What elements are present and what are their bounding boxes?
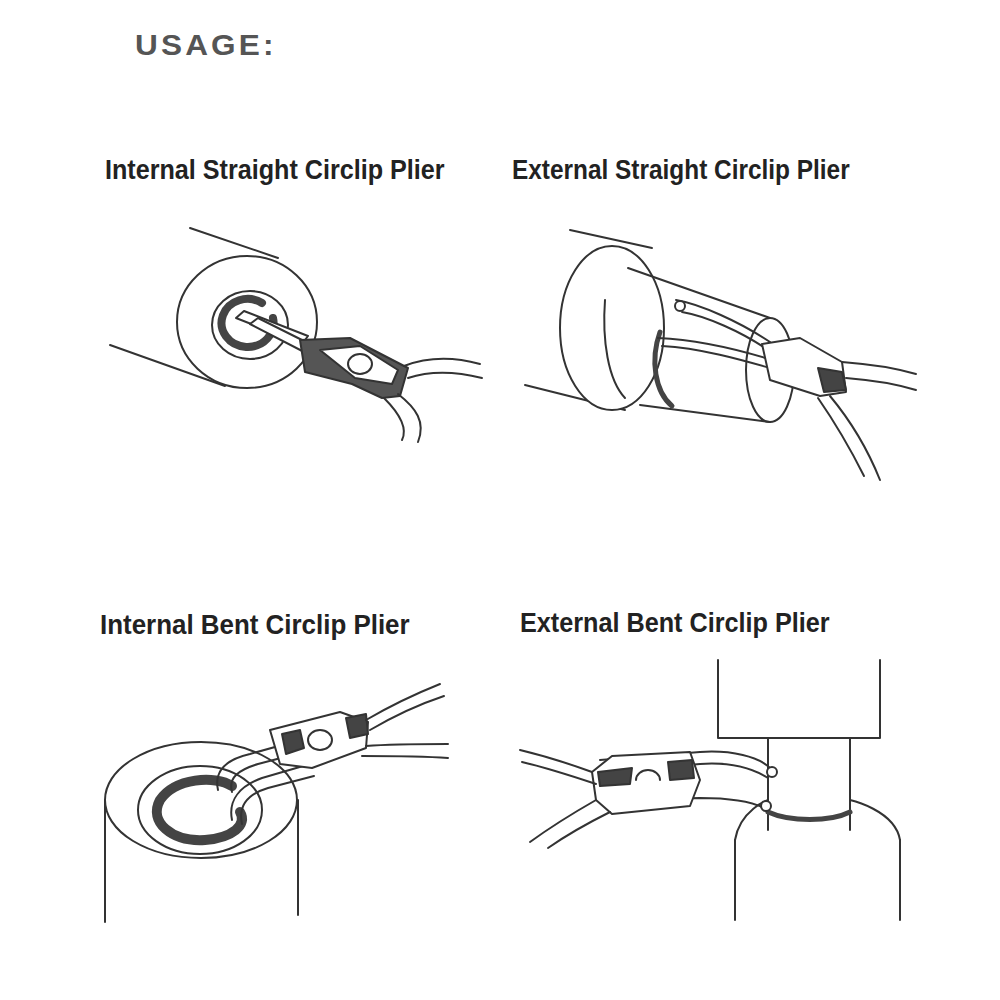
plier-body <box>346 714 368 738</box>
panel-caption: External Bent Circlip Plier <box>520 608 830 639</box>
plier-handle <box>522 762 596 784</box>
plier-jaw <box>662 346 770 368</box>
bore <box>138 766 262 854</box>
cylinder-face <box>560 246 664 410</box>
plier-handle <box>548 812 610 848</box>
plier-body <box>668 760 694 780</box>
internal-straight-illustration <box>110 228 482 442</box>
shaft-edge <box>640 405 770 422</box>
shaft-base <box>604 300 625 398</box>
cylinder-edge <box>190 228 278 258</box>
plier-body <box>282 730 304 754</box>
plier-handle <box>398 394 421 442</box>
plier-body <box>320 346 398 384</box>
external-bent-illustration <box>520 660 900 920</box>
plier-handle <box>520 750 592 772</box>
plier-jaw <box>241 776 314 824</box>
plier-handle <box>842 362 916 374</box>
cylinder-face <box>177 256 317 388</box>
plier-handle <box>530 800 596 842</box>
pivot <box>636 770 660 780</box>
plier-tip <box>761 801 771 811</box>
panel-caption: Internal Bent Circlip Plier <box>100 610 410 641</box>
plier-body <box>762 338 846 396</box>
plier-handle <box>846 378 916 390</box>
plier-body <box>818 368 846 392</box>
panel-caption: External Straight Circlip Plier <box>512 155 850 186</box>
lower-cylinder <box>735 840 900 920</box>
plier-body <box>592 752 700 814</box>
plier-handle <box>384 398 404 440</box>
pivot <box>348 354 372 374</box>
plier-handle <box>362 756 448 758</box>
plier-tip <box>675 301 685 311</box>
internal-bent-illustration <box>105 684 448 922</box>
cylinder-top <box>105 742 297 858</box>
plier-handle <box>408 373 482 378</box>
plier-handle <box>830 396 880 480</box>
plier-jaw <box>658 338 772 360</box>
plier-handle <box>404 359 480 366</box>
shaft <box>768 738 850 830</box>
page-title: USAGE: <box>135 28 277 62</box>
plier-handle <box>366 744 448 746</box>
plier-jaw <box>682 312 768 350</box>
plier-body <box>598 768 632 786</box>
plier-handle <box>818 398 864 476</box>
external-straight-illustration <box>525 230 916 480</box>
shaft-edge <box>628 268 770 318</box>
circlip <box>157 780 242 840</box>
plier-body <box>270 712 368 768</box>
panel-caption: Internal Straight Circlip Plier <box>105 155 445 186</box>
plier-jaw <box>676 300 770 342</box>
plier-jaw <box>231 764 310 820</box>
upper-part <box>718 660 880 738</box>
pivot <box>308 730 332 750</box>
cylinder-edge <box>297 800 299 915</box>
circlip <box>655 332 672 406</box>
plier-tip <box>767 767 777 777</box>
circlip <box>768 812 850 820</box>
cylinder-edge <box>104 800 106 922</box>
plier-body <box>300 338 408 398</box>
plier-handle <box>370 696 444 730</box>
